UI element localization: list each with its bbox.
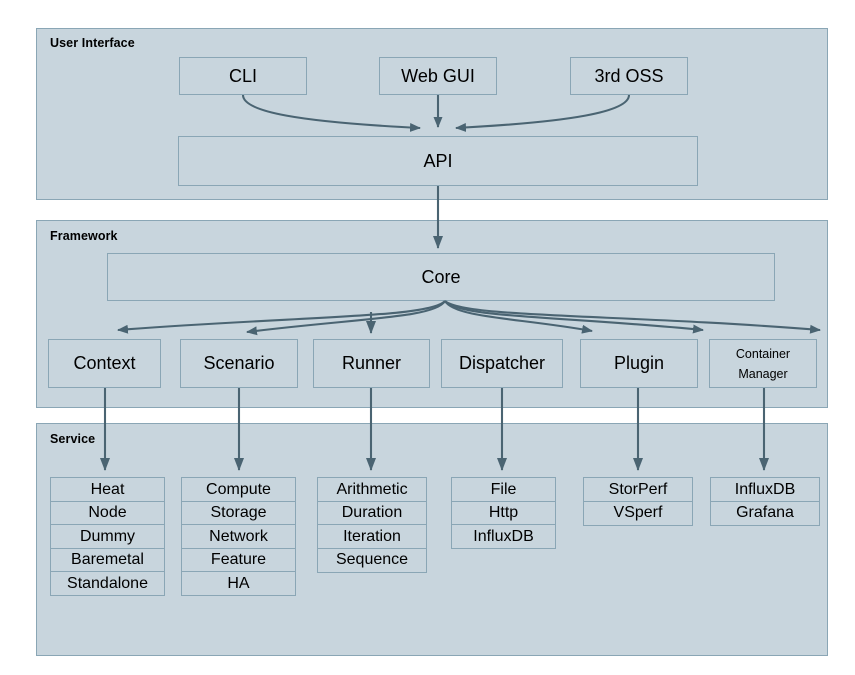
node-context[interactable]: Context bbox=[48, 339, 161, 388]
service-column-context: Heat Node Dummy Baremetal Standalone bbox=[50, 477, 165, 596]
service-item-arithmetic[interactable]: Arithmetic bbox=[317, 477, 427, 502]
service-item-vsperf[interactable]: VSperf bbox=[583, 500, 693, 526]
section-service-title: Service bbox=[50, 432, 96, 446]
service-column-plugin: StorPerf VSperf bbox=[583, 477, 693, 526]
service-item-standalone[interactable]: Standalone bbox=[50, 571, 165, 596]
service-item-dummy[interactable]: Dummy bbox=[50, 524, 165, 549]
service-item-http[interactable]: Http bbox=[451, 500, 556, 526]
service-item-influxdb-cm[interactable]: InfluxDB bbox=[710, 477, 820, 502]
service-column-runner: Arithmetic Duration Iteration Sequence bbox=[317, 477, 427, 573]
service-item-node[interactable]: Node bbox=[50, 500, 165, 526]
node-scenario[interactable]: Scenario bbox=[180, 339, 298, 388]
service-item-influxdb[interactable]: InfluxDB bbox=[451, 524, 556, 549]
section-service bbox=[36, 423, 828, 656]
node-api[interactable]: API bbox=[178, 136, 698, 186]
node-3rd-oss[interactable]: 3rd OSS bbox=[570, 57, 688, 95]
service-item-grafana[interactable]: Grafana bbox=[710, 500, 820, 526]
service-item-compute[interactable]: Compute bbox=[181, 477, 296, 502]
section-framework-title: Framework bbox=[50, 229, 118, 243]
node-cli[interactable]: CLI bbox=[179, 57, 307, 95]
node-container-manager[interactable]: Container Manager bbox=[709, 339, 817, 388]
service-item-duration[interactable]: Duration bbox=[317, 500, 427, 526]
service-column-scenario: Compute Storage Network Feature HA bbox=[181, 477, 296, 596]
service-column-dispatcher: File Http InfluxDB bbox=[451, 477, 556, 549]
service-item-feature[interactable]: Feature bbox=[181, 547, 296, 573]
service-item-ha[interactable]: HA bbox=[181, 571, 296, 596]
service-item-file[interactable]: File bbox=[451, 477, 556, 502]
service-item-storage[interactable]: Storage bbox=[181, 500, 296, 526]
node-runner[interactable]: Runner bbox=[313, 339, 430, 388]
service-item-sequence[interactable]: Sequence bbox=[317, 547, 427, 573]
node-web-gui[interactable]: Web GUI bbox=[379, 57, 497, 95]
service-item-heat[interactable]: Heat bbox=[50, 477, 165, 502]
service-item-storperf[interactable]: StorPerf bbox=[583, 477, 693, 502]
service-column-container-manager: InfluxDB Grafana bbox=[710, 477, 820, 526]
section-user-interface-title: User Interface bbox=[50, 36, 135, 50]
node-plugin[interactable]: Plugin bbox=[580, 339, 698, 388]
container-manager-line1: Container bbox=[735, 346, 791, 361]
node-core[interactable]: Core bbox=[107, 253, 775, 301]
node-dispatcher[interactable]: Dispatcher bbox=[441, 339, 563, 388]
container-manager-line2: Manager bbox=[738, 366, 788, 381]
service-item-network[interactable]: Network bbox=[181, 524, 296, 549]
service-item-iteration[interactable]: Iteration bbox=[317, 524, 427, 549]
service-item-baremetal[interactable]: Baremetal bbox=[50, 547, 165, 573]
